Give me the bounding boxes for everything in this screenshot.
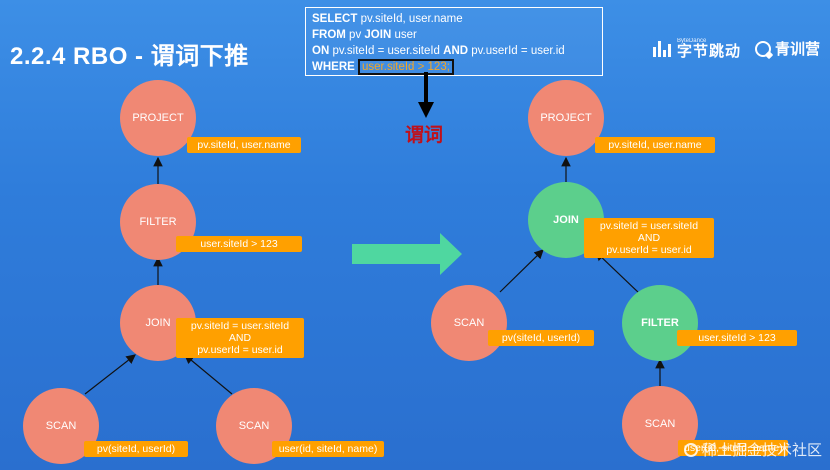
right-scan-pv-tag: pv(siteId, userId): [488, 330, 594, 346]
sql-text: pv.siteId, user.name: [357, 13, 463, 25]
left-scan-user-tag: user(id, siteId, name): [272, 441, 384, 457]
camp-label: 青训营: [774, 41, 820, 58]
sql-line-on: ON pv.siteId = user.siteId AND pv.userId…: [312, 43, 596, 59]
sql-query-box: SELECT pv.siteId, user.name FROM pv JOIN…: [305, 7, 603, 76]
left-project-node: PROJECT: [120, 80, 196, 156]
bytedance-mark-icon: [652, 40, 673, 57]
right-scan-pv-node: SCAN: [431, 285, 507, 361]
sql-line-select: SELECT pv.siteId, user.name: [312, 11, 596, 27]
edge-scan-join-right: [184, 354, 233, 395]
left-scan-user-node: SCAN: [216, 388, 292, 464]
sql-semicolon: ;: [446, 61, 450, 73]
watermark: 稀土掘金技术社区: [683, 439, 822, 460]
bytedance-logo: ByteDance 字节跳动: [652, 38, 741, 60]
sql-text: pv.siteId = user.siteId: [329, 45, 444, 57]
join-condition-1: pv.siteId = user.siteId: [599, 220, 699, 232]
left-filter-node: FILTER: [120, 184, 196, 260]
edge-scan-join-left: [84, 354, 136, 395]
join-condition-and: AND: [637, 232, 661, 244]
right-join-tag: pv.siteId = user.siteId AND pv.userId = …: [584, 218, 714, 258]
right-filter-tag: user.siteId > 123: [677, 330, 797, 346]
camp-icon: [754, 40, 771, 57]
edge-filter-join: [595, 251, 641, 295]
juejin-icon: [683, 442, 698, 457]
sql-text: user: [391, 29, 417, 41]
camp-logo: 青训营: [754, 38, 820, 59]
sql-predicate-text: user.siteId > 123: [362, 61, 447, 73]
join-condition-2: pv.userId = user.id: [197, 344, 283, 356]
transform-arrow: [352, 233, 462, 275]
bytedance-label: 字节跳动: [676, 43, 741, 60]
predicate-label: 谓词: [405, 125, 444, 146]
left-project-tag: pv.siteId, user.name: [187, 137, 301, 153]
sql-keyword: SELECT: [312, 13, 358, 25]
left-join-tag: pv.siteId = user.siteId AND pv.userId = …: [176, 318, 304, 358]
right-filter-node: FILTER: [622, 285, 698, 361]
sql-text: pv: [345, 29, 365, 41]
edge-scan-join: [499, 249, 544, 293]
sql-text: pv.userId = user.id: [468, 45, 565, 57]
sql-keyword: ON: [312, 45, 330, 57]
sql-keyword: AND: [443, 45, 469, 57]
bytedance-sub-label: ByteDance: [676, 38, 707, 44]
left-filter-tag: user.siteId > 123: [176, 236, 302, 252]
sql-line-from: FROM pv JOIN user: [312, 27, 596, 43]
sql-keyword: WHERE: [312, 61, 355, 73]
join-condition-and: AND: [228, 332, 252, 344]
right-project-tag: pv.siteId, user.name: [595, 137, 715, 153]
predicate-highlight: user.siteId > 123;: [358, 59, 454, 75]
predicate-pointer-head: [418, 102, 434, 118]
watermark-text: 稀土掘金技术社区: [701, 442, 822, 459]
right-project-node: PROJECT: [528, 80, 604, 156]
right-scan-user-tag: user(id, siteId, name): [678, 440, 788, 456]
sql-keyword: JOIN: [364, 29, 392, 41]
left-scan-pv-tag: pv(siteId, userId): [84, 441, 188, 457]
logos: ByteDance 字节跳动 青训营: [652, 38, 820, 60]
slide-title: 2.2.4 RBO - 谓词下推: [10, 43, 249, 70]
join-condition-2: pv.userId = user.id: [606, 244, 692, 256]
sql-line-where: WHERE user.siteId > 123;: [312, 59, 596, 75]
join-condition-1: pv.siteId = user.siteId: [190, 320, 290, 332]
sql-keyword: FROM: [312, 29, 346, 41]
